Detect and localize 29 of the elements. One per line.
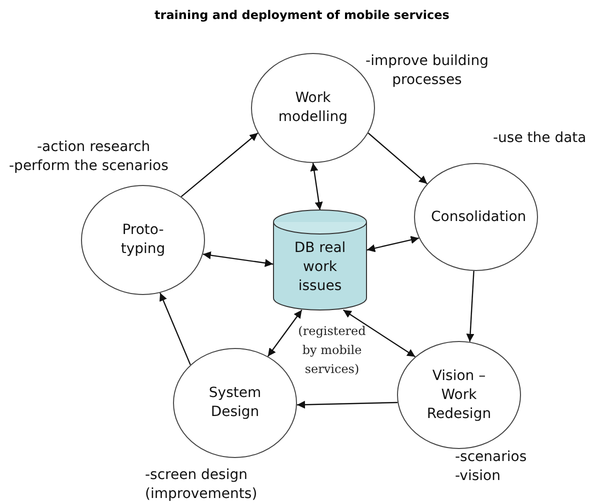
- note-text: (registered by mobile services): [297, 323, 367, 378]
- process-ellipse: [397, 341, 521, 449]
- process-ellipse: [414, 163, 538, 271]
- process-ellipse: [81, 185, 205, 295]
- arrow: [342, 310, 416, 358]
- arrow: [296, 400, 398, 409]
- database-cylinder: [273, 210, 367, 310]
- arrow: [368, 132, 428, 184]
- arrow: [202, 251, 274, 267]
- process-ellipse: [173, 348, 297, 458]
- annotation-text: -improve building processes: [364, 52, 490, 90]
- annotation-text: -action research: [37, 138, 150, 157]
- annotation-text: -perform the scenarios: [9, 157, 168, 176]
- node-label: Vision – Work Redesign: [426, 366, 492, 424]
- node-label: Work modelling: [277, 89, 349, 127]
- annotation-text: -use the data: [493, 129, 586, 148]
- arrow: [180, 132, 258, 198]
- arrow: [366, 236, 420, 252]
- diagram-title: training and deployment of mobile services: [154, 8, 450, 22]
- arrow: [160, 292, 191, 366]
- node-label: System Design: [208, 384, 262, 422]
- arrow: [466, 270, 474, 342]
- arrow: [310, 162, 323, 210]
- node-label: DB real work issues: [293, 238, 347, 296]
- annotation-text: -screen design (improvements): [145, 466, 258, 504]
- node-label: Proto-typing: [120, 221, 166, 259]
- arrow: [267, 310, 302, 357]
- annotation-text: -scenarios: [455, 448, 527, 467]
- annotation-text: -vision: [455, 467, 500, 486]
